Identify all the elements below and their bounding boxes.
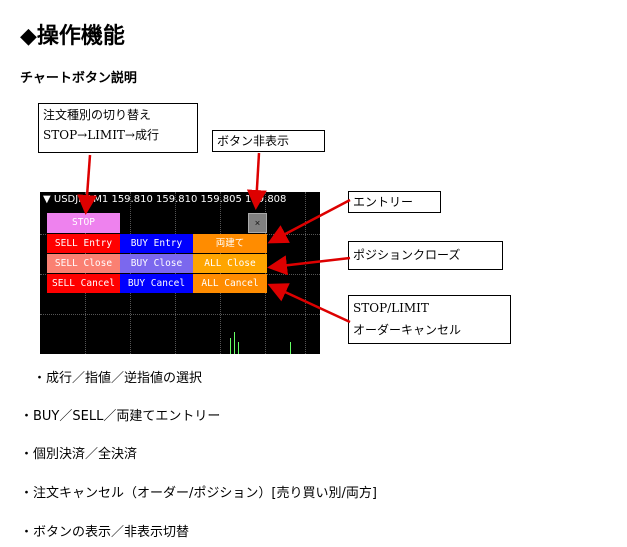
all-close-button[interactable]: ALL Close xyxy=(193,254,267,273)
candle xyxy=(230,338,231,354)
arrow-to-cancel-row xyxy=(267,283,351,324)
stop-button[interactable]: STOP xyxy=(47,213,120,233)
bullet-item: ・成行／指値／逆指値の選択 xyxy=(20,371,203,386)
grid-line xyxy=(220,192,221,354)
grid-line xyxy=(40,314,320,315)
subtitle: チャートボタン説明 xyxy=(20,71,137,86)
all-cancel-button[interactable]: ALL Cancel xyxy=(193,274,267,293)
grid-line xyxy=(85,192,86,354)
candle xyxy=(238,342,239,354)
bullet-item: ・ボタンの表示／非表示切替 xyxy=(20,525,190,540)
callout-hide: ボタン非表示 xyxy=(212,130,325,152)
sell-close-button[interactable]: SELL Close xyxy=(47,254,120,273)
bullet-item: ・注文キャンセル（オーダー/ポジション）[売り買い別/両方] xyxy=(20,486,377,501)
chart-symbol-header: ▼ USDJPY,M1 159.810 159.810 159.805 159.… xyxy=(43,194,287,205)
candle xyxy=(290,342,291,354)
buy-cancel-button[interactable]: BUY Cancel xyxy=(120,274,193,293)
grid-line xyxy=(305,192,306,354)
callout-text: STOP/LIMIT xyxy=(353,301,429,315)
section-title: ◆操作機能 xyxy=(20,24,125,49)
arrow-to-stop xyxy=(77,154,98,215)
bullet-item: ・個別決済／全決済 xyxy=(20,447,138,462)
hide-buttons-close-icon[interactable]: × xyxy=(248,213,267,233)
callout-text: STOP→LIMIT→成行 xyxy=(43,128,159,142)
bullet-item: ・BUY／SELL／両建てエントリー xyxy=(20,409,221,424)
callout-order-type: 注文種別の切り替え STOP→LIMIT→成行 xyxy=(38,103,198,153)
sell-cancel-button[interactable]: SELL Cancel xyxy=(47,274,120,293)
grid-line xyxy=(130,192,131,354)
sell-entry-button[interactable]: SELL Entry xyxy=(47,234,120,253)
buy-close-button[interactable]: BUY Close xyxy=(120,254,193,273)
buy-entry-button[interactable]: BUY Entry xyxy=(120,234,193,253)
symbol-price-text: USDJPY,M1 159.810 159.810 159.805 159.80… xyxy=(53,194,287,205)
callout-cancel: STOP/LIMIT オーダーキャンセル xyxy=(348,295,511,344)
candle xyxy=(234,332,235,354)
arrow-to-close-x xyxy=(246,152,267,210)
arrow-to-close-row xyxy=(267,255,351,276)
callout-text: 注文種別の切り替え xyxy=(43,108,152,122)
callout-text: オーダーキャンセル xyxy=(353,323,462,337)
grid-line xyxy=(175,192,176,354)
callout-close: ポジションクローズ xyxy=(348,241,503,270)
grid-line xyxy=(265,192,266,354)
both-entry-button[interactable]: 両建て xyxy=(193,234,267,253)
arrow-to-entry xyxy=(267,198,351,244)
callout-entry: エントリー xyxy=(348,191,441,213)
